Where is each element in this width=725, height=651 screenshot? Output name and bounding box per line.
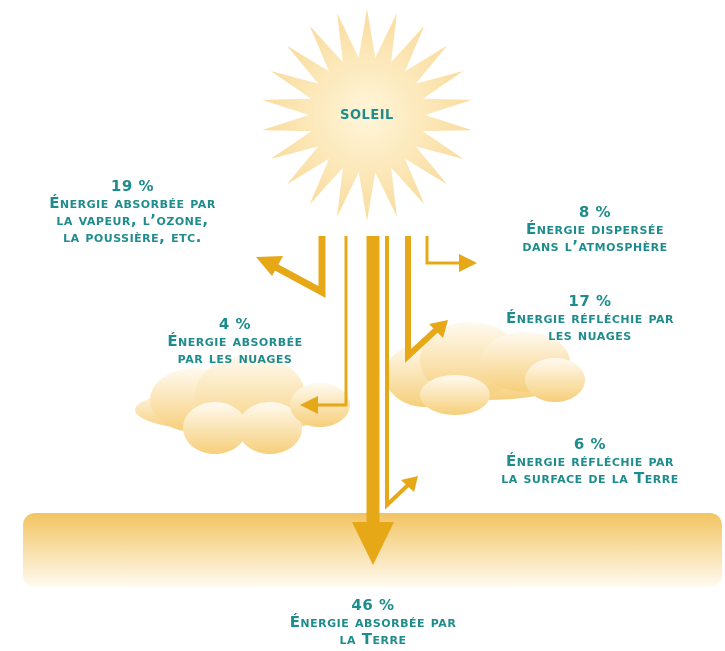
arrowhead-clouds-absorbed <box>300 396 318 414</box>
arrow-dispersed <box>425 236 460 265</box>
arrowhead-vapor <box>256 256 283 276</box>
label-surface-reflected: 6 % Énergie réfléchie par la surface de … <box>455 436 725 487</box>
label-vapor-line1: Énergie absorbée par <box>49 194 216 212</box>
arrowhead-dispersed <box>459 254 477 272</box>
arrow-vapor-absorbed <box>270 236 326 298</box>
label-surface-reflected-line2: la surface de la Terre <box>501 469 679 487</box>
arrow-clouds-reflected <box>405 236 439 363</box>
label-clouds-reflected-line1: Énergie réfléchie par <box>506 309 674 327</box>
arrow-clouds-absorbed <box>316 236 348 407</box>
label-vapor-line3: la poussière, etc. <box>63 228 202 246</box>
label-clouds-reflected-pct: 17 % <box>568 292 612 310</box>
sun-label: SOLEIL <box>340 108 394 123</box>
label-earth-absorbed-line2: la Terre <box>339 630 407 648</box>
sun-rays <box>262 9 472 221</box>
sun <box>262 9 472 221</box>
label-dispersed: 8 % Énergie dispersée dans l’atmosphère <box>470 204 720 255</box>
label-dispersed-line1: Énergie dispersée <box>526 220 664 238</box>
arrowhead-surface-reflected <box>401 476 418 492</box>
label-vapor-absorbed: 19 % Énergie absorbée par la vapeur, l’o… <box>0 178 265 246</box>
label-earth-absorbed: 46 % Énergie absorbée par la Terre <box>238 597 508 648</box>
label-clouds-absorbed-line1: Énergie absorbée <box>167 332 303 350</box>
arrowheads <box>256 254 477 565</box>
cloud-right <box>385 322 585 415</box>
label-vapor-line2: la vapeur, l’ozone, <box>56 211 209 229</box>
label-earth-absorbed-line1: Énergie absorbée par <box>289 613 457 631</box>
label-earth-absorbed-pct: 46 % <box>351 596 395 614</box>
label-surface-reflected-line1: Énergie réfléchie par <box>506 452 674 470</box>
label-clouds-absorbed-pct: 4 % <box>218 315 252 333</box>
cloud-left <box>135 355 350 454</box>
arrowhead-clouds-reflected <box>429 320 448 338</box>
label-clouds-reflected-line2: les nuages <box>548 326 632 344</box>
label-vapor-pct: 19 % <box>110 177 155 195</box>
label-surface-reflected-pct: 6 % <box>573 435 607 453</box>
label-dispersed-line2: dans l’atmosphère <box>522 237 668 255</box>
label-clouds-reflected: 17 % Énergie réfléchie par les nuages <box>455 293 725 344</box>
arrowhead-earth-absorbed <box>352 522 394 565</box>
label-clouds-absorbed: 4 % Énergie absorbée par les nuages <box>110 316 360 367</box>
arrow-surface-reflected <box>385 236 410 510</box>
label-dispersed-pct: 8 % <box>578 203 612 221</box>
label-clouds-absorbed-line2: par les nuages <box>177 349 293 367</box>
